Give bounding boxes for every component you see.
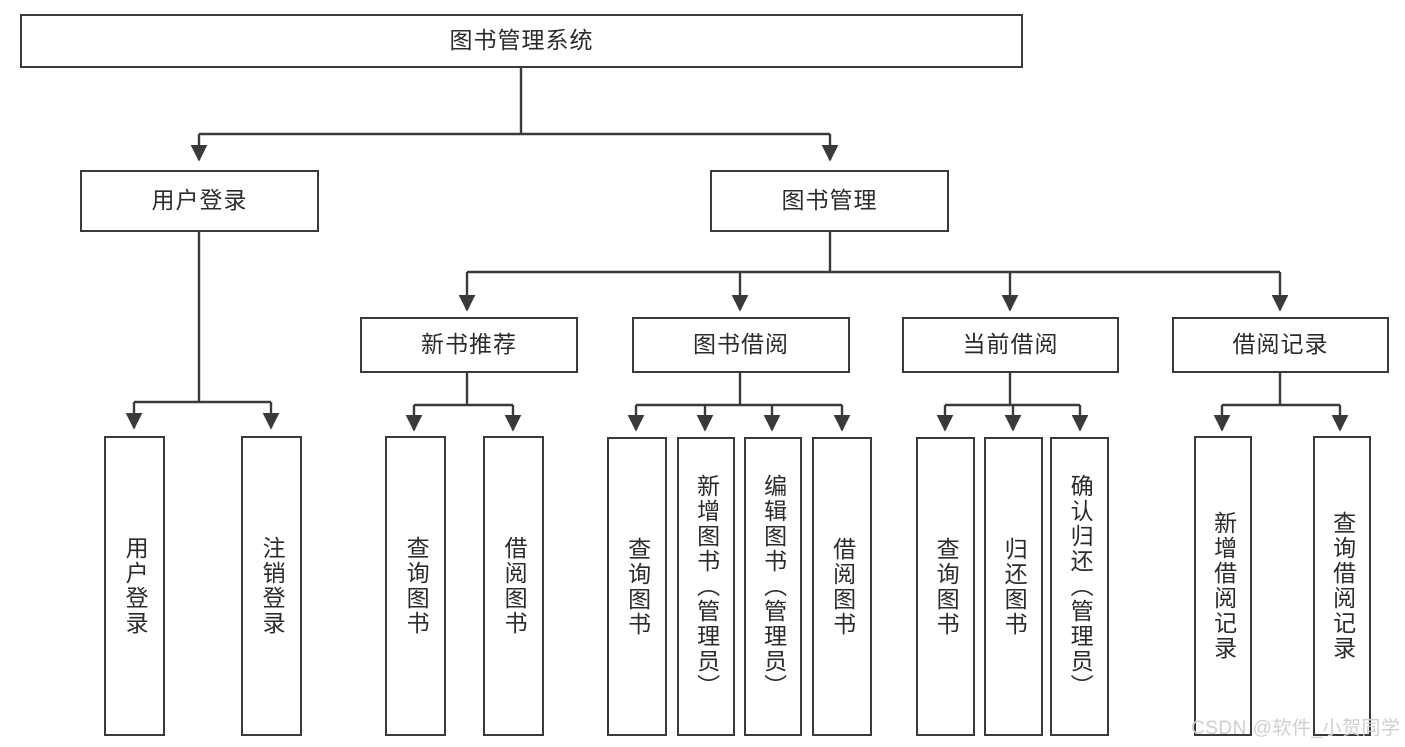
leaf-label: 借阅图书 [829,536,856,637]
leaf-label: 新增借阅记录 [1210,511,1237,661]
leaf-label: 归还图书 [1001,536,1028,637]
leaf-record-query-record[interactable]: 查询借阅记录 [1313,436,1371,736]
leaf-current-return-book[interactable]: 归还图书 [984,437,1043,736]
node-current-borrow[interactable]: 当前借阅 [902,317,1119,373]
leaf-user-login-logout[interactable]: 注销登录 [241,436,302,736]
leaf-label: 编辑图书（管理员） [760,474,787,699]
node-new-book-recommend[interactable]: 新书推荐 [360,317,578,373]
leaf-recommend-query-book[interactable]: 查询图书 [385,436,446,736]
leaf-borrow-borrow-book[interactable]: 借阅图书 [812,437,872,736]
node-user-login[interactable]: 用户登录 [80,170,319,232]
leaf-label: 查询借阅记录 [1329,511,1356,661]
leaf-borrow-add-book-admin[interactable]: 新增图书（管理员） [677,437,735,736]
node-borrow-record[interactable]: 借阅记录 [1172,317,1389,373]
leaf-user-login-login[interactable]: 用户登录 [104,436,165,736]
leaf-label: 新增图书（管理员） [693,474,720,699]
node-book-management[interactable]: 图书管理 [710,170,949,232]
leaf-recommend-borrow-book[interactable]: 借阅图书 [483,436,544,736]
leaf-label: 查询图书 [403,536,430,636]
node-book-borrow[interactable]: 图书借阅 [632,317,850,373]
leaf-label: 借阅图书 [501,536,528,636]
leaf-label: 查询图书 [933,536,960,637]
leaf-borrow-query-book[interactable]: 查询图书 [607,437,667,736]
leaf-current-confirm-return-admin[interactable]: 确认归还（管理员） [1050,437,1109,736]
leaf-borrow-edit-book-admin[interactable]: 编辑图书（管理员） [744,437,802,736]
leaf-label: 确认归还（管理员） [1067,474,1094,699]
node-root-system[interactable]: 图书管理系统 [20,14,1023,68]
leaf-label: 用户登录 [122,536,149,636]
watermark-text: CSDN @软件_小贺同学 [1191,718,1401,739]
leaf-record-add-record[interactable]: 新增借阅记录 [1194,436,1252,736]
leaf-label: 注销登录 [259,536,286,636]
leaf-current-query-book[interactable]: 查询图书 [916,437,975,736]
leaf-label: 查询图书 [624,536,651,637]
